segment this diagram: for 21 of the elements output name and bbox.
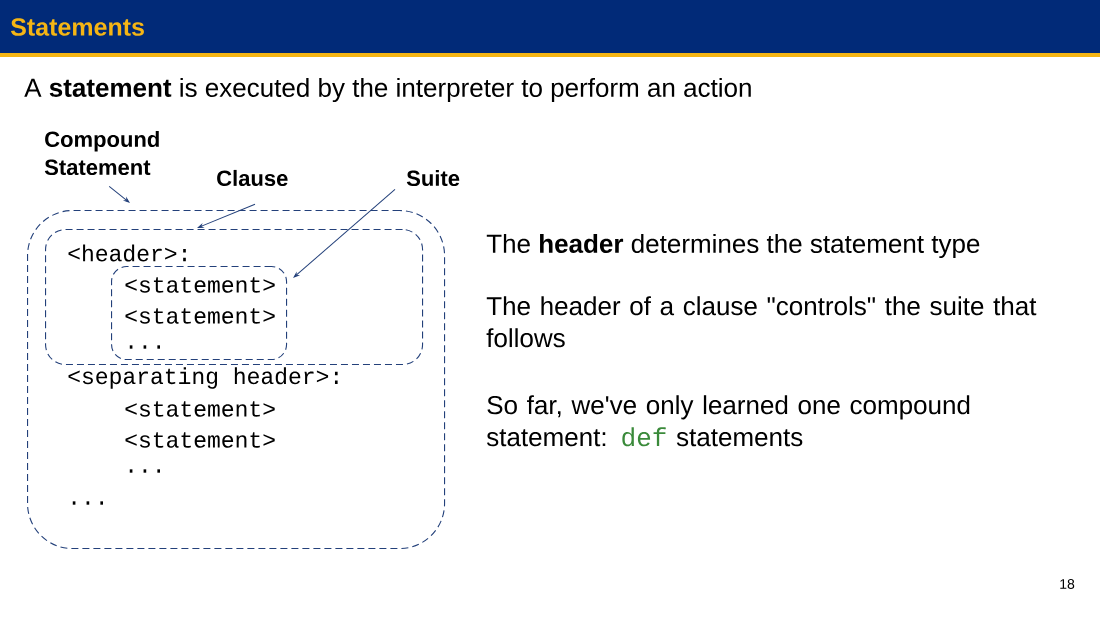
code-line: ... — [129, 345, 160, 349]
leader-arrow — [293, 188, 396, 278]
title: Statements — [10, 18, 144, 36]
page-number: 18 — [1060, 579, 1075, 589]
body-text: The header determines the statement type — [486, 233, 980, 259]
leader-arrow — [197, 203, 256, 228]
code-line: <statement> — [125, 401, 275, 417]
body-text: The header of a clause "controls" the suite that follows — [486, 296, 1037, 348]
label-text: Compound Statement — [44, 130, 159, 176]
label-text: Clause — [217, 169, 288, 187]
code-line: <statement> — [125, 432, 275, 448]
code-line: ... — [129, 469, 160, 473]
code-line: <separating header>: — [68, 367, 338, 389]
code-line: <statement> — [125, 277, 275, 293]
intro-sentence: A statement is executed by the interpreter to perform an action — [24, 77, 751, 103]
code-line: <statement> — [125, 308, 275, 324]
label-text: Suite — [406, 169, 460, 187]
code-line: ... — [72, 501, 103, 505]
code-line: <header>: — [68, 244, 186, 262]
body-text: So far, we've only learned one compound statement: def statements — [486, 395, 970, 447]
leader-arrow — [108, 185, 130, 203]
